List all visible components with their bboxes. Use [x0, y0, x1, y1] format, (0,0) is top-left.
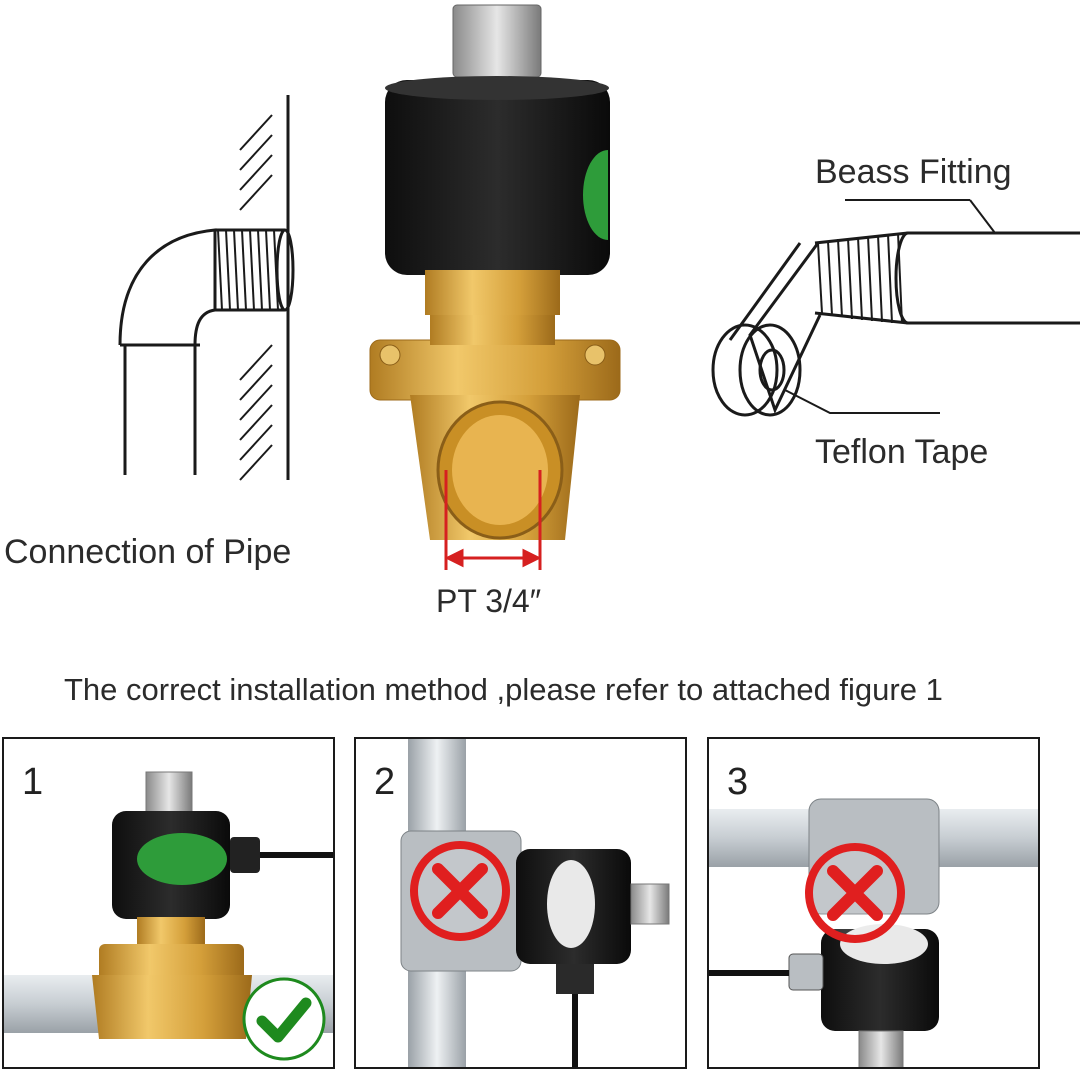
connection-of-pipe-label: Connection of Pipe — [4, 533, 292, 571]
brass-fitting-label: Beass Fitting — [815, 153, 1012, 191]
check-icon — [242, 977, 326, 1061]
incorrect-install-image-vertical — [400, 739, 670, 1067]
fitting-tape-diagram — [711, 199, 1080, 417]
figure-number: 2 — [374, 761, 396, 803]
cross-icon — [805, 843, 905, 943]
pipe-connection-diagram — [118, 95, 295, 481]
cross-icon — [410, 841, 510, 941]
figure-number: 1 — [22, 761, 44, 803]
installation-figure-3: 3 — [707, 737, 1040, 1069]
pipe-size-label: PT 3/4″ — [436, 583, 542, 619]
installation-figure-1: 1 — [2, 737, 335, 1069]
figure-number: 3 — [727, 761, 749, 803]
installation-caption: The correct installation method ,please … — [64, 672, 943, 707]
installation-figure-2: 2 — [354, 737, 687, 1069]
teflon-tape-label: Teflon Tape — [815, 433, 989, 471]
solenoid-valve-image — [369, 4, 621, 570]
